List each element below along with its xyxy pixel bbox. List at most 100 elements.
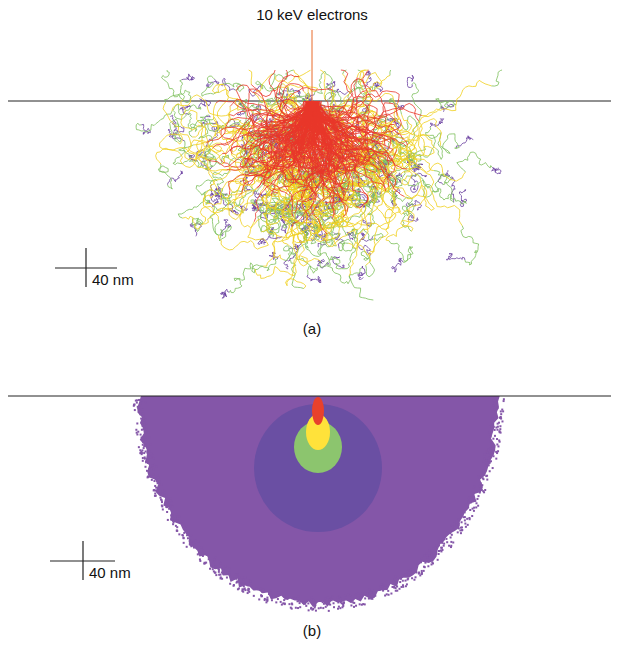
deposition-speck — [159, 481, 161, 483]
deposition-speck — [235, 578, 237, 580]
deposition-speck — [488, 458, 490, 460]
deposition-speck — [186, 546, 188, 548]
deposition-speck — [452, 525, 454, 527]
deposition-speck — [452, 541, 454, 543]
deposition-speck — [283, 599, 285, 601]
deposition-speck — [492, 438, 494, 440]
trajectory — [263, 188, 283, 225]
deposition-speck — [204, 562, 206, 564]
deposition-speck — [468, 497, 470, 499]
deposition-speck — [479, 492, 481, 494]
deposition-speck — [368, 598, 370, 600]
deposition-speck — [248, 588, 250, 590]
deposition-speck — [452, 528, 454, 530]
trajectory — [492, 167, 501, 174]
deposition-speck — [475, 502, 477, 504]
deposition-speck — [427, 557, 429, 559]
deposition-speck — [153, 489, 155, 491]
trajectory — [229, 263, 255, 293]
trajectory — [334, 201, 368, 249]
trajectory — [447, 253, 465, 260]
scale-label: 40 nm — [89, 564, 131, 582]
deposition-speck — [424, 566, 426, 568]
deposition-speck — [256, 587, 258, 589]
deposition-speck — [473, 486, 475, 488]
deposition-speck — [294, 598, 296, 600]
deposition-speck — [355, 605, 357, 607]
deposition-speck — [407, 578, 409, 580]
deposition-speck — [236, 581, 238, 583]
deposition-speck — [154, 495, 156, 497]
deposition-speck — [370, 592, 372, 594]
trajectory — [407, 75, 413, 87]
deposition-speck — [353, 606, 355, 608]
deposition-speck — [457, 531, 459, 533]
trajectory — [182, 74, 195, 80]
deposition-speck — [154, 493, 156, 495]
deposition-speck — [332, 596, 334, 598]
trajectory — [299, 70, 310, 76]
trajectory — [217, 89, 244, 131]
deposition-speck — [147, 476, 149, 478]
deposition-speck — [147, 450, 149, 452]
deposition-speck — [165, 506, 167, 508]
deposition-speck — [325, 606, 327, 608]
deposition-speck — [465, 526, 467, 528]
deposition-speck — [171, 518, 173, 520]
deposition-speck — [493, 402, 495, 404]
surface-line — [8, 396, 611, 397]
deposition-speck — [199, 560, 201, 562]
deposition-speck — [250, 580, 252, 582]
deposition-speck — [143, 415, 145, 417]
trajectory — [309, 101, 360, 152]
deposition-speck — [461, 510, 463, 512]
deposition-speck — [357, 592, 359, 594]
deposition-speck — [253, 595, 255, 597]
deposition-speck — [214, 559, 216, 561]
deposition-speck — [398, 588, 400, 590]
trajectory — [430, 119, 444, 127]
deposition-speck — [369, 588, 371, 590]
trajectory — [391, 159, 466, 181]
deposition-speck — [499, 428, 501, 430]
deposition-speck — [489, 431, 491, 433]
deposition-speck — [171, 506, 173, 508]
deposition-speck — [355, 593, 357, 595]
deposition-speck — [186, 525, 188, 527]
deposition-speck — [147, 476, 149, 478]
deposition-speck — [239, 577, 241, 579]
deposition-speck — [208, 558, 210, 560]
deposition-speck — [488, 464, 490, 466]
deposition-speck — [158, 488, 160, 490]
trajectory — [170, 119, 181, 142]
deposition-speck — [337, 597, 339, 599]
deposition-speck — [494, 411, 496, 413]
deposition-speck — [164, 495, 166, 497]
deposition-speck — [473, 507, 475, 509]
deposition-speck — [322, 607, 324, 609]
deposition-speck — [221, 578, 223, 580]
scale-label: 40 nm — [92, 271, 134, 289]
deposition-speck — [237, 581, 239, 583]
trajectory — [303, 101, 320, 197]
trajectory — [461, 226, 479, 265]
deposition-speck — [491, 418, 493, 420]
deposition-speck — [339, 598, 341, 600]
deposition-speck — [219, 574, 221, 576]
deposition-speck — [413, 579, 415, 581]
deposition-speck — [214, 556, 216, 558]
deposition-speck — [458, 523, 460, 525]
deposition-speck — [448, 545, 450, 547]
deposition-speck — [155, 465, 157, 467]
deposition-speck — [498, 439, 500, 441]
deposition-speck — [473, 497, 475, 499]
deposition-speck — [218, 571, 220, 573]
deposition-speck — [179, 520, 181, 522]
deposition-speck — [484, 489, 486, 491]
deposition-speck — [479, 486, 481, 488]
trajectory — [172, 95, 230, 116]
deposition-speck — [465, 504, 467, 506]
deposition-speck — [295, 607, 297, 609]
trajectory — [165, 80, 191, 103]
deposition-speck — [264, 599, 266, 601]
